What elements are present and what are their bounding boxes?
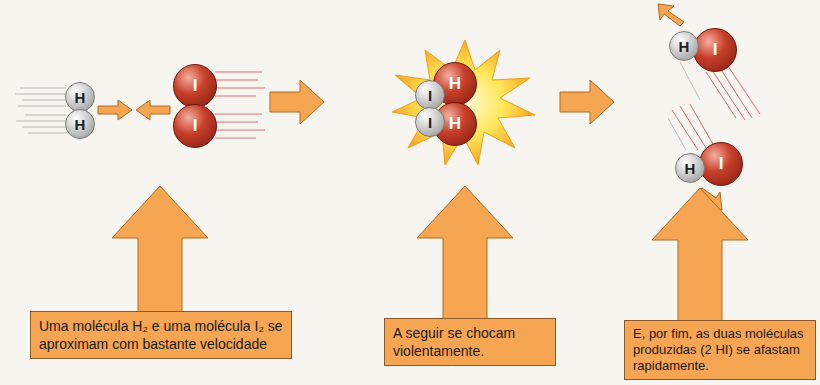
pointer-arrow <box>652 188 748 322</box>
node-text: I <box>428 87 432 104</box>
atom: I <box>693 28 737 72</box>
approach-arrow <box>98 100 132 120</box>
atom: H <box>669 31 699 61</box>
node-text: I <box>193 76 198 96</box>
node-text: H <box>449 74 461 94</box>
node-text: I <box>193 116 198 136</box>
motion-lines <box>15 88 66 133</box>
collision-burst <box>392 40 535 165</box>
atom: I <box>415 107 445 137</box>
node-text: I <box>713 40 718 60</box>
motion-lines <box>668 62 700 150</box>
leaving-arrow <box>658 4 684 26</box>
caption-box: E, por fim, as duas moléculas produzidas… <box>624 320 816 380</box>
node-text: H <box>679 38 690 55</box>
pointer-arrow <box>417 186 513 320</box>
atom: I <box>173 104 217 148</box>
caption-box: A seguir se chocam violentamente. <box>384 318 556 366</box>
node-text: H <box>75 89 86 106</box>
stage-arrow <box>560 80 614 124</box>
node-text: A seguir se chocam violentamente. <box>393 324 547 360</box>
atom: H <box>65 82 95 112</box>
node-text: H <box>449 114 461 134</box>
pointer-arrow <box>112 186 208 312</box>
atom: H <box>65 109 95 139</box>
atom: I <box>173 64 217 108</box>
atom: I <box>415 80 445 110</box>
atom: H <box>675 153 705 183</box>
stage-arrow <box>270 80 324 124</box>
node-text: I <box>428 114 432 131</box>
node-text: H <box>75 116 86 133</box>
node-text: H <box>685 160 696 177</box>
node-text: Uma molécula H₂ e uma molécula I₂ se apr… <box>39 317 283 353</box>
node-text: E, por fim, as duas moléculas produzidas… <box>633 326 807 374</box>
node-text: I <box>719 154 724 174</box>
approach-arrow <box>136 100 170 120</box>
motion-lines <box>672 66 760 150</box>
motion-lines <box>215 72 265 138</box>
caption-box: Uma molécula H₂ e uma molécula I₂ se apr… <box>30 311 292 359</box>
atom: I <box>699 142 743 186</box>
